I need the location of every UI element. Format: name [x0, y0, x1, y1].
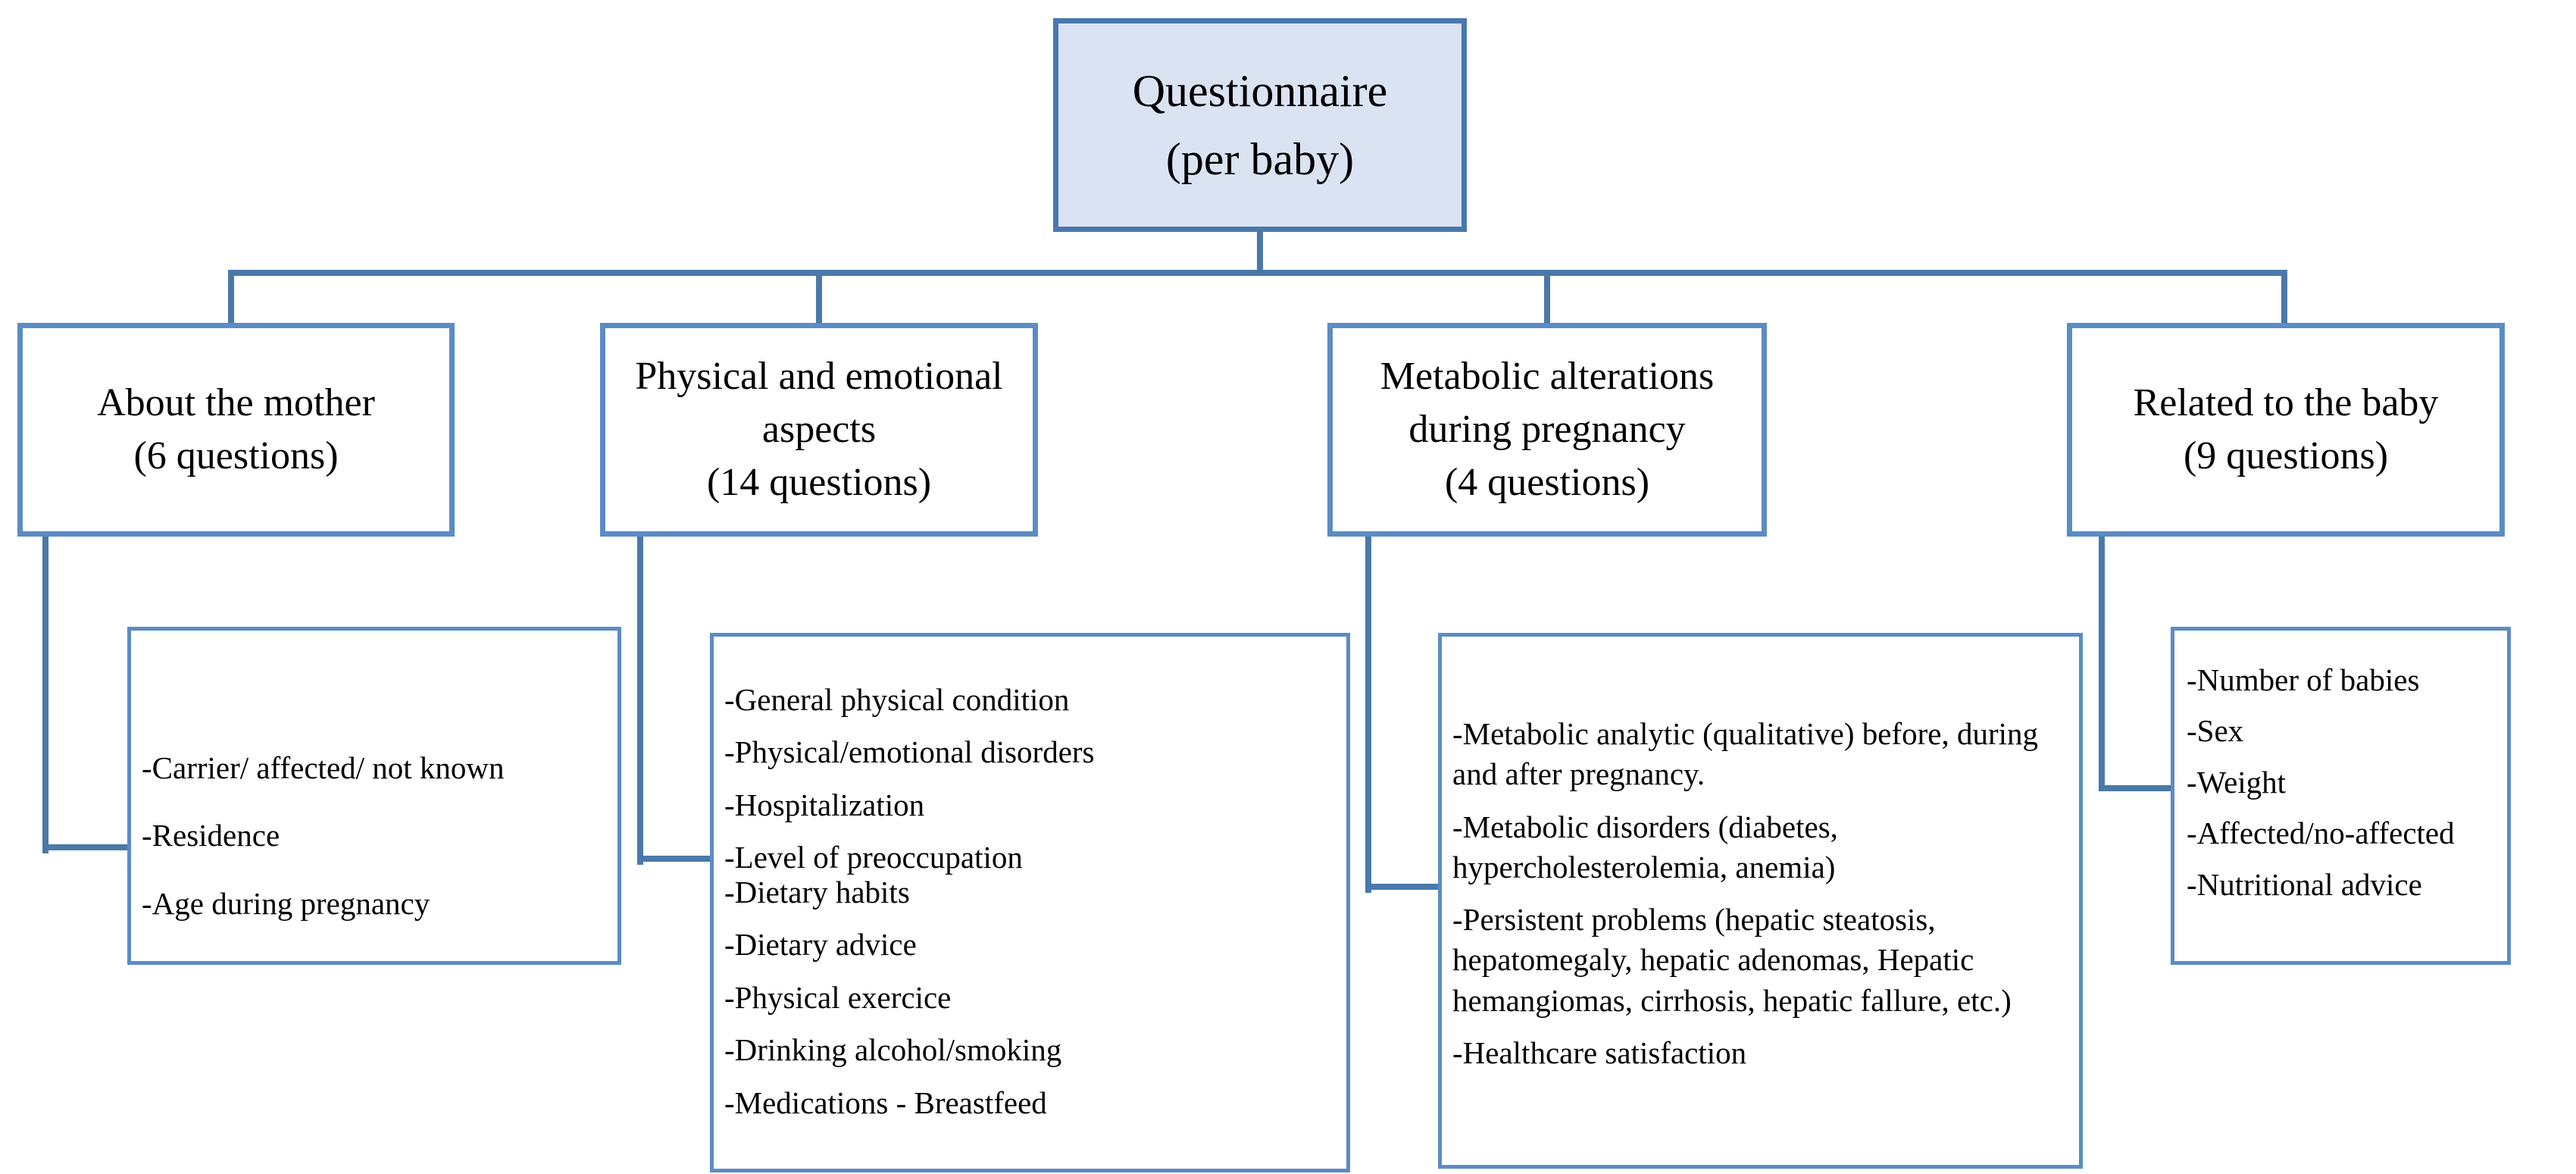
branch-node-physical-emotional: Physical and emotional aspects (14 quest…	[600, 323, 1038, 537]
list-item: -Metabolic analytic (qualitative) before…	[1452, 716, 2038, 792]
list-item: -General physical condition	[724, 682, 1070, 717]
branch-node-mother: About the mother (6 questions)	[17, 323, 455, 537]
list-item: -Dietary advice	[724, 927, 917, 963]
list-item: -Persistent problems (hepatic steatosis,…	[1452, 902, 2012, 1018]
list-item: -Metabolic disorders (diabetes, hypercho…	[1452, 809, 1838, 884]
list-item: -Drinking alcohol/smoking	[724, 1032, 1062, 1068]
list-item: -Residence	[142, 818, 280, 853]
list-item: -Carrier/ affected/ not known	[142, 750, 505, 785]
root-node-questionnaire: Questionnaire (per baby)	[1053, 18, 1467, 232]
list-item: -Affected/no-affected	[2187, 816, 2455, 851]
elbow-mother-vertical	[42, 537, 48, 853]
list-item: -Age during pregnancy	[142, 885, 430, 921]
list-item: -Weight	[2187, 764, 2287, 800]
branch-count-line: (9 questions)	[2183, 434, 2389, 477]
branch-title-line: Metabolic alterations	[1380, 355, 1715, 399]
connector-drop-physical	[816, 270, 822, 326]
branch-count-line: (6 questions)	[133, 434, 339, 477]
connector-drop-mother	[228, 270, 234, 326]
list-item: -Physical exercice	[724, 979, 952, 1015]
list-item: -Physical/emotional disorders	[724, 734, 1095, 770]
list-item: -Dietary habits	[724, 874, 910, 909]
elbow-baby-horizontal	[2099, 785, 2172, 791]
branch-title-line: aspects	[761, 408, 877, 452]
connector-drop-baby	[2281, 270, 2287, 326]
connector-drop-metabolic	[1544, 270, 1550, 326]
branch-node-metabolic: Metabolic alterations during pregnancy (…	[1327, 323, 1767, 537]
elbow-metabolic-vertical	[1365, 537, 1371, 893]
list-item: -Nutritional advice	[2187, 866, 2422, 902]
list-item: -Hospitalization	[724, 787, 925, 822]
connector-trunk-line	[228, 270, 2287, 276]
branch-count-line: (14 questions)	[706, 460, 932, 504]
detail-node-mother: -Carrier/ affected/ not known -Residence…	[127, 627, 621, 965]
detail-node-baby: -Number of babies -Sex -Weight -Affected…	[2171, 627, 2511, 965]
list-item: -Level of preoccupation	[724, 840, 1023, 875]
detail-node-physical-emotional: -General physical condition -Physical/em…	[710, 633, 1350, 1172]
root-subtitle-line: (per baby)	[1165, 134, 1355, 184]
elbow-mother-horizontal	[42, 844, 129, 850]
list-item: -Number of babies	[2187, 662, 2420, 697]
list-item: -Healthcare satisfaction	[1452, 1035, 1747, 1071]
detail-node-metabolic: -Metabolic analytic (qualitative) before…	[1438, 633, 2083, 1169]
branch-title-line: Related to the baby	[2133, 381, 2439, 425]
elbow-baby-vertical	[2099, 537, 2105, 791]
elbow-physical-vertical	[637, 537, 643, 865]
branch-title-line: About the mother	[97, 381, 375, 425]
elbow-metabolic-horizontal	[1365, 884, 1441, 890]
elbow-physical-horizontal	[637, 856, 713, 862]
branch-node-baby: Related to the baby (9 questions)	[2067, 323, 2505, 537]
root-title-line: Questionnaire	[1132, 66, 1388, 116]
list-item: -Medications - Breastfeed	[724, 1085, 1047, 1120]
branch-title-line: Physical and emotional	[635, 355, 1003, 399]
branch-count-line: (4 questions)	[1444, 460, 1650, 504]
connector-root-stub	[1257, 232, 1263, 276]
branch-title-line: during pregnancy	[1408, 408, 1686, 452]
list-item: -Sex	[2187, 713, 2244, 749]
